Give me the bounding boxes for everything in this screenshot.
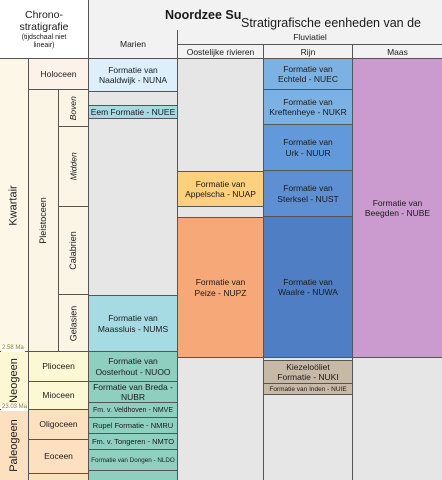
system-kwartair: Kwartair xyxy=(0,59,29,352)
unit-partial-bottom xyxy=(89,471,178,480)
series-holoceen: Holoceen xyxy=(29,59,89,90)
unit-nubr: Formatie van Breda - NUBR xyxy=(89,382,178,403)
unit-nuki: Kiezeloöliet Formatie - NUKI xyxy=(264,360,353,384)
unit-nuoo: Formatie van Oosterhout - NUOO xyxy=(89,352,178,382)
unit-nuur: Formatie van Urk - NUUR xyxy=(264,125,353,171)
title-bold: Noordzee Su xyxy=(165,8,242,22)
chart-title: Stratigrafische eenheden van de Noordzee… xyxy=(89,0,442,31)
header-fluviatiel: Fluviatiel xyxy=(178,30,442,45)
header-rijn: Rijn xyxy=(264,45,353,59)
series-eoceen: Eoceen xyxy=(29,440,89,474)
series-pleistoceen: Pleistoceen xyxy=(29,90,59,352)
series-oligoceen: Oligoceen xyxy=(29,410,89,440)
unit-nmve: Fm. v. Veldhoven - NMVE xyxy=(89,403,178,418)
unit-nuee: Eem Formatie - NUEE xyxy=(89,105,178,119)
unit-nmri: Rupel Formatie - NMRU xyxy=(89,418,178,434)
stage-boven: Boven xyxy=(59,90,89,127)
unit-nust: Formatie van Sterksel - NUST xyxy=(264,171,353,217)
unit-nmto: Fm. v. Tongeren - NMTO xyxy=(89,434,178,450)
age-label-2-58: 2.58 Ma xyxy=(1,345,25,352)
stage-calabrien: Calabrien xyxy=(59,207,89,295)
unit-nums: Formatie van Maassluis - NUMS xyxy=(89,295,178,352)
system-paleogeen: Paleogeen xyxy=(0,410,29,480)
stage-midden: Midden xyxy=(59,127,89,207)
unit-nuna: Formatie van Naaldwijk - NUNA xyxy=(89,59,178,92)
unit-nuie: Formatie van Inden - NUIE xyxy=(264,384,353,395)
chronostratigrafie-label: Chrono- stratigrafie xyxy=(19,8,69,33)
unit-nukr: Formatie van Kreftenheye - NUKR xyxy=(264,90,353,125)
series-mioceen: Mioceen xyxy=(29,382,89,410)
unit-nldo: Formatie van Dongen - NLDO xyxy=(89,450,178,471)
unit-nuec: Formatie van Echteld - NUEC xyxy=(264,59,353,90)
header-oostelijke-rivieren: Oostelijke rivieren xyxy=(178,45,264,59)
age-label-23-03: 23.03 Ma xyxy=(1,404,29,411)
unit-nuwa: Formatie van Waalre - NUWA xyxy=(264,217,353,358)
corner-header: Chrono- stratigrafie (tijdschaal niet li… xyxy=(0,0,89,59)
unit-nuap: Formatie van Appelscha - NUAP xyxy=(178,171,264,207)
series-paleoceen-partial xyxy=(29,474,89,480)
title-prefix: Stratigrafische eenheden van de xyxy=(241,16,421,30)
timescale-note: (tijdschaal niet lineair) xyxy=(21,33,67,49)
header-marien: Marien xyxy=(89,30,178,59)
system-neogeen: Neogeen xyxy=(0,352,29,410)
unit-nupz: Formatie van Peize - NUPZ xyxy=(178,217,264,358)
unit-nube: Formatie van Beegden - NUBE xyxy=(353,59,442,358)
series-plioceen: Plioceen xyxy=(29,352,89,382)
stage-gelasien: Gelasien xyxy=(59,295,89,352)
header-maas: Maas xyxy=(353,45,442,59)
